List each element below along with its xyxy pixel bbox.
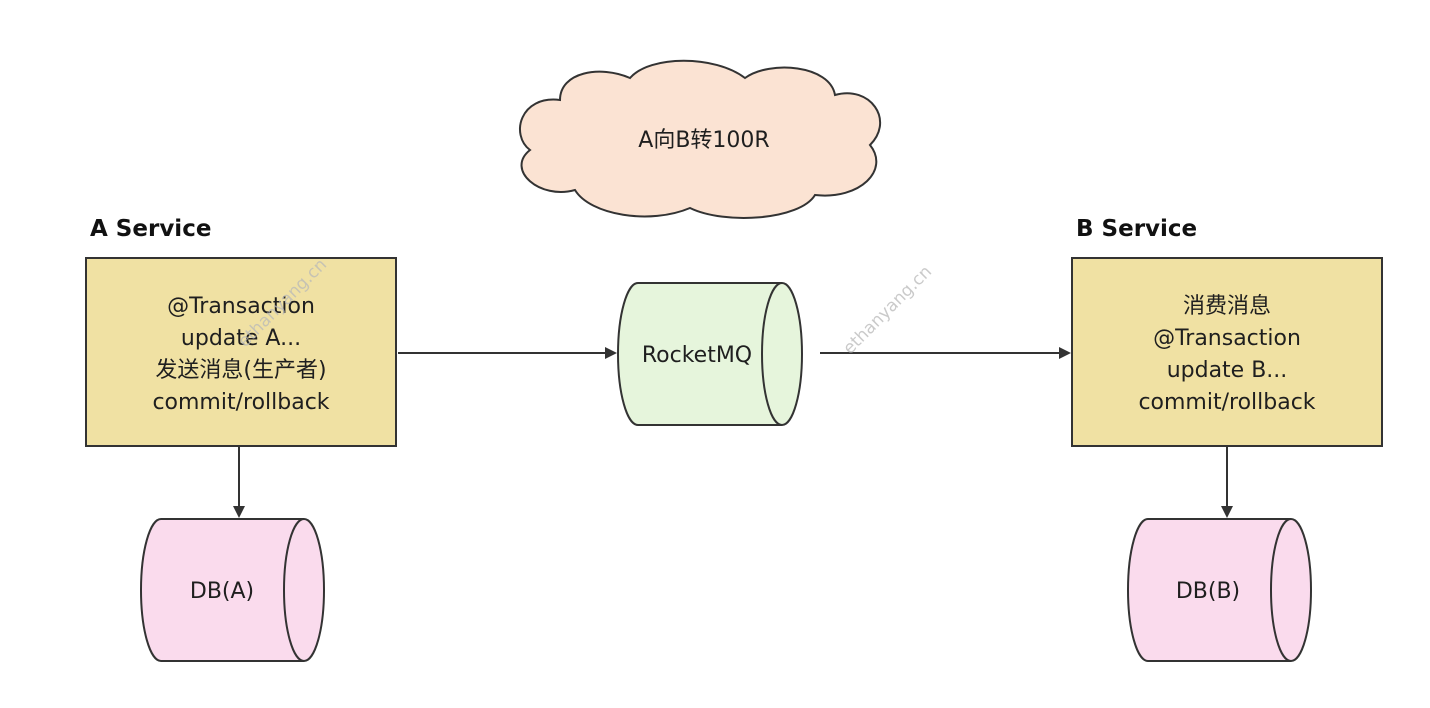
- service-b-line-1: 消费消息: [1183, 294, 1271, 319]
- service-a-line-4: commit/rollback: [152, 390, 329, 415]
- service-b-line-3: update B...: [1167, 358, 1288, 383]
- service-b-title: B Service: [1076, 216, 1197, 242]
- db-a-label: DB(A): [190, 579, 254, 604]
- message-cloud: [519, 59, 882, 219]
- rocketmq-queue: RocketMQ: [617, 282, 803, 426]
- rocketmq-label: RocketMQ: [642, 343, 752, 368]
- service-a-line-2: update A...: [181, 326, 301, 351]
- cloud-label: A向B转100R: [638, 128, 769, 153]
- service-b-box: [1071, 257, 1383, 447]
- service-b-line-2: @Transaction: [1153, 326, 1301, 351]
- db-a-cylinder: DB(A): [140, 518, 325, 662]
- service-b-line-4: commit/rollback: [1138, 390, 1315, 415]
- db-b-label: DB(B): [1176, 579, 1240, 604]
- service-a-box: [85, 257, 397, 447]
- service-a-line-1: @Transaction: [167, 294, 315, 319]
- db-b-cylinder: DB(B): [1127, 518, 1312, 662]
- watermark-center: ethanyang.cn: [839, 262, 936, 359]
- service-a-title: A Service: [90, 216, 211, 242]
- service-a-line-3: 发送消息(生产者): [155, 358, 326, 383]
